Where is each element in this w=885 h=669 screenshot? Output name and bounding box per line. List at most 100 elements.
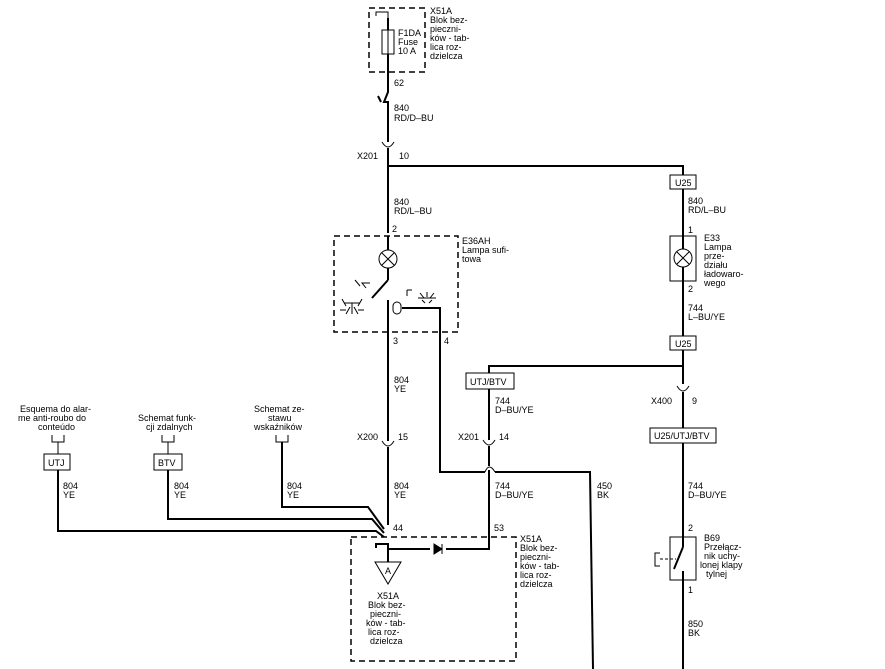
wire-right-low-circuit: 744	[688, 481, 703, 491]
fuse-pin: 62	[394, 78, 404, 88]
u25-top-label: U25	[675, 178, 692, 188]
ref1-text-3: conteúdo	[38, 422, 75, 432]
bottom-name-2: Blok bez-	[368, 600, 406, 610]
u25-utj-btv-label: U25/UTJ/BTV	[654, 431, 710, 441]
b69-name-3: nik uchy-	[704, 551, 740, 561]
e36ah-name-2: Lampa sufi-	[462, 245, 509, 255]
bottom-block-outline	[350, 536, 517, 662]
bottom-name-5: lica roz-	[368, 627, 400, 637]
bottom-name-1: X51A	[377, 591, 399, 601]
ref1-circuit: 804	[63, 481, 78, 491]
e33-name-2: Lampa	[704, 242, 732, 252]
wire-utj-btv-to-x400	[488, 365, 684, 380]
e33-pin-in: 1	[688, 225, 693, 235]
e36ah-name-1: E36AH	[462, 236, 491, 246]
e33-name-6: wego	[703, 278, 726, 288]
utj-btv-tag: UTJ/BTV	[470, 377, 507, 387]
e36ah-name-3: towa	[462, 254, 481, 264]
x201-mid-pin: 14	[499, 432, 509, 442]
wire-mid-low-color: D–BU/YE	[495, 490, 534, 500]
e33-name-4: działu	[704, 260, 728, 270]
bottom-name-3: pieczni-	[370, 609, 401, 619]
bottom-connector-label: X51A	[520, 534, 542, 544]
e33-name-3: prze-	[704, 251, 725, 261]
x201-mid-connector-symbol	[482, 439, 496, 446]
bottom-block-diode-wire-right	[446, 537, 490, 550]
ref1-text-1: Esquema do alar-	[20, 404, 91, 414]
ground-triangle-icon	[374, 561, 402, 585]
x200-label: X200	[357, 432, 378, 442]
ref2-text-1: Schemat funk-	[138, 413, 196, 423]
ref2-text-2: cji zdalnych	[146, 422, 193, 432]
bottom-name-right-5: dzielcza	[520, 579, 553, 589]
u25-mid-label: U25	[675, 339, 692, 349]
wire-mid-top-circuit: 744	[495, 396, 510, 406]
wire-e36ah-pin4	[439, 336, 485, 473]
wire-right-mid-circuit: 744	[688, 303, 703, 313]
fuse-box-name-1: Blok bez-	[430, 15, 468, 25]
b69-pin-top: 2	[688, 523, 693, 533]
bottom-name-right-3: ków - tab-	[520, 561, 560, 571]
x400-pin: 9	[692, 396, 697, 406]
e36ah-light-icon-right	[406, 289, 436, 304]
ref1-text-2: me anti-roubo do	[18, 413, 86, 423]
x200-pin: 15	[398, 432, 408, 442]
wire-right-mid-color: L–BU/YE	[688, 312, 725, 322]
b69-switch-icon	[654, 537, 684, 580]
wire-mid-low-circuit: 744	[495, 481, 510, 491]
wire-right-bottom-circuit: 850	[688, 619, 703, 629]
e36ah-pin-in: 2	[392, 224, 397, 234]
ref1-wire	[57, 470, 385, 538]
fuse-box-name-2: pieczni-	[430, 24, 461, 34]
wire-top-color: RD/D–BU	[394, 113, 434, 123]
wire-mid-top-color: D–BU/YE	[495, 405, 534, 415]
ref2-color: YE	[174, 490, 186, 500]
x400-connector-symbol	[676, 385, 690, 392]
e36ah-wire-right	[402, 307, 441, 336]
ref2-bracket	[161, 435, 175, 443]
x400-label: X400	[651, 396, 672, 406]
wire-lamp-in-color: RD/L–BU	[394, 206, 432, 216]
wire-right-low-color: D–BU/YE	[688, 490, 727, 500]
wire-lamp-in-circuit: 840	[394, 197, 409, 207]
bottom-name-right-4: lica roz-	[520, 570, 552, 580]
x200-connector-symbol	[381, 440, 395, 447]
wire-lamp-out-color: YE	[394, 384, 406, 394]
ref2-wire	[167, 470, 385, 534]
ref3-text-3: wskaźników	[253, 422, 303, 432]
x201-top-label: X201	[357, 151, 378, 161]
e33-lamp-icon	[673, 248, 693, 268]
fuse-box-name-5: dzielcza	[430, 51, 463, 61]
e36ah-pin-out-right: 4	[444, 336, 449, 346]
bottom-name-right-2: pieczni-	[520, 552, 551, 562]
e36ah-block-outline	[333, 235, 459, 333]
b69-name-4: lonej klapy	[700, 560, 743, 570]
wire-right-top-color: RD/L–BU	[688, 205, 726, 215]
x201-top-pin: 10	[399, 151, 409, 161]
bottom-block-inner-wire	[375, 543, 389, 562]
fuse-name-3: 10 A	[398, 46, 416, 56]
bottom-name-6: dzielcza	[370, 636, 403, 646]
diode-icon	[433, 543, 443, 555]
bottom-name-right-1: Blok bez-	[520, 543, 558, 553]
wire-to-u25	[388, 165, 684, 175]
fuse-connector-label: X51A	[430, 6, 452, 16]
wire-lamp-out2-circuit: 804	[394, 481, 409, 491]
ref2-circuit: 804	[174, 481, 189, 491]
e33-pin-out: 2	[688, 284, 693, 294]
e36ah-door-icon	[387, 300, 402, 322]
wire-bk-circuit: 450	[597, 481, 612, 491]
fuse-name-1: F1DA	[398, 28, 421, 38]
ref1-bracket	[51, 435, 65, 443]
x201-mid-label: X201	[458, 432, 479, 442]
bottom-ground-label: A	[385, 566, 391, 576]
e33-name-1: E33	[704, 233, 720, 243]
b69-name-2: Przełącz-	[704, 542, 742, 552]
bottom-pin-left: 44	[393, 523, 403, 533]
ref3-text-2: stawu	[268, 413, 292, 423]
e36ah-switch-blade	[371, 279, 389, 299]
e33-name-5: ładowaro-	[704, 269, 744, 279]
bottom-pin-right: 53	[494, 523, 504, 533]
e36ah-switch-symbol	[354, 279, 370, 289]
